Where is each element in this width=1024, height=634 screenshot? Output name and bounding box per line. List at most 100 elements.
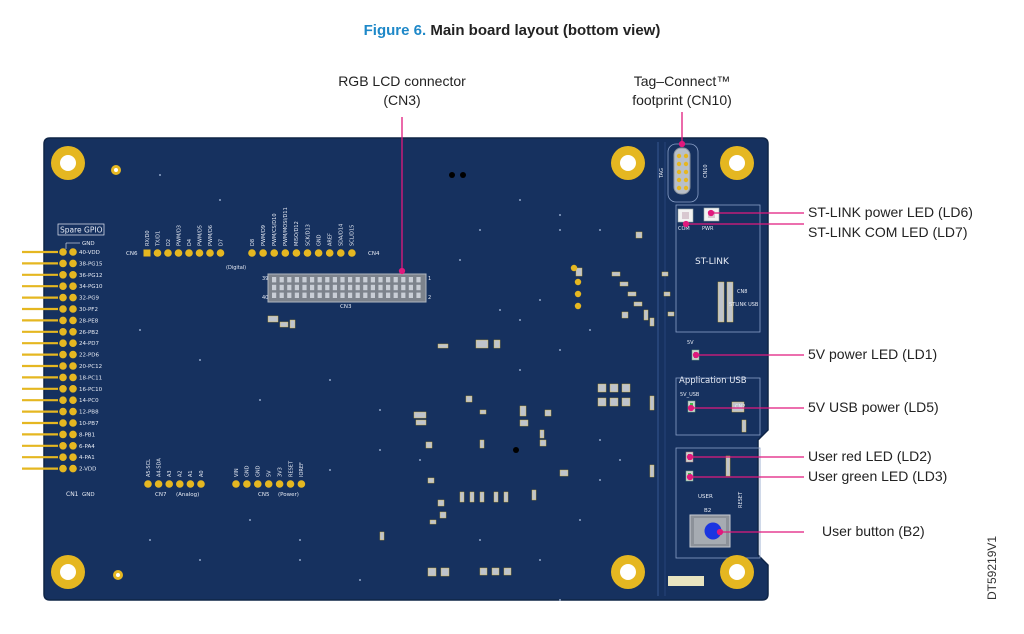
cn1-label: CN1	[66, 491, 79, 498]
header-pin-label: A3	[167, 470, 173, 477]
cn6-label: CN6	[126, 251, 138, 257]
cn3-pin	[332, 284, 337, 291]
gpio-pin-label: 8-PB1	[79, 432, 95, 438]
header-pad	[143, 249, 151, 257]
callout-ld1: 5V power LED (LD1)	[808, 346, 938, 362]
mounting-holes	[51, 146, 754, 589]
header-pad	[195, 249, 204, 257]
smd-part	[437, 343, 449, 349]
gpio-pad	[69, 328, 77, 336]
header-pin-label: GND	[316, 234, 322, 246]
header-pad	[337, 249, 345, 257]
header-pin-label: D7	[218, 239, 224, 246]
via-pad	[570, 264, 578, 272]
cn3-pin	[363, 277, 368, 283]
cn3-pin	[325, 284, 330, 291]
header-pin-label: A0	[199, 470, 205, 477]
tag-connect-footprint: TAG CN10	[659, 143, 709, 203]
header-pin-label: A1	[188, 470, 194, 477]
via	[559, 599, 561, 601]
com-label: COM	[678, 226, 690, 232]
digital-label: (Digital)	[226, 265, 246, 271]
header-pad	[314, 249, 323, 257]
gpio-pad	[69, 430, 77, 439]
smd-part	[726, 281, 734, 323]
via	[559, 229, 561, 231]
gpio-pin-label: 24-PD7	[79, 341, 100, 347]
cn4-label: CN4	[368, 251, 380, 257]
cn3-pin	[386, 277, 391, 283]
gpio-pin-label: 22-PD6	[79, 353, 100, 359]
b2-label: B2	[704, 508, 711, 514]
smd-part	[503, 567, 512, 576]
smd-part	[621, 383, 631, 393]
header-pin-label: PWM/D3	[176, 225, 182, 246]
gpio-pad	[59, 271, 67, 279]
tag-pad	[676, 169, 682, 175]
via	[139, 329, 141, 331]
cn3-pin	[416, 292, 421, 298]
drill-hole	[460, 172, 466, 178]
via	[559, 349, 561, 351]
cn3-pin	[401, 284, 406, 291]
gpio-pin-label: 18-PC11	[79, 375, 102, 381]
smd-part	[649, 395, 655, 411]
smd-part	[621, 311, 629, 319]
via	[539, 299, 541, 301]
via	[199, 559, 201, 561]
gpio-pad	[59, 362, 67, 370]
header-pin-label: VIN	[234, 468, 240, 477]
five-v-label: 5V	[687, 340, 694, 346]
gpio-pad	[59, 328, 67, 336]
mounting-hole-center	[60, 155, 76, 171]
gpio-pad	[69, 282, 77, 291]
header-pad	[348, 249, 356, 257]
via	[419, 459, 421, 461]
cn3-pin	[378, 292, 383, 298]
gpio-pin-label: 20-PC12	[79, 364, 102, 370]
gpio-pad	[59, 259, 67, 268]
header-pin-label: SCK/D13	[305, 224, 311, 246]
smd-part	[519, 419, 529, 427]
gpio-pad	[59, 316, 67, 325]
via	[199, 359, 201, 361]
smd-part	[469, 491, 475, 503]
cn3-pin	[370, 277, 375, 283]
figure-number: Figure 6.	[363, 22, 427, 39]
spare-gpio-label: Spare GPIO	[60, 226, 103, 235]
mounting-hole-center	[60, 564, 76, 580]
cn3-pin	[408, 277, 413, 283]
smd-part	[491, 567, 500, 576]
smd-part	[289, 319, 296, 329]
header-pad	[275, 480, 284, 488]
smd-part	[465, 395, 473, 403]
header-pin-label: PWM/CS/D10	[272, 213, 278, 246]
cn3-pin	[310, 277, 315, 283]
smd-part	[643, 309, 649, 321]
via	[259, 399, 261, 401]
cn3-pin	[302, 292, 307, 298]
gpio-pad	[59, 293, 67, 302]
via-pad-center	[114, 168, 118, 172]
gpio-pad	[59, 305, 67, 313]
gpio-pin-label: 36-PG12	[79, 273, 103, 279]
callout-lines	[398, 112, 804, 536]
via	[499, 309, 501, 311]
header-pin-label: D8	[250, 239, 256, 246]
via-pad	[574, 302, 582, 310]
gpio-pin-label: 12-PB8	[79, 410, 99, 416]
cn3-pin	[332, 277, 337, 283]
via	[219, 199, 221, 201]
gpio-pad	[69, 373, 77, 382]
smd-part	[479, 491, 485, 503]
smd-part	[619, 281, 629, 287]
via	[249, 519, 251, 521]
header-pad	[281, 249, 290, 257]
smd-part	[519, 405, 527, 417]
header-pin-label: AREF	[328, 233, 334, 246]
gpio-pad	[59, 396, 67, 405]
gpio-pin-label: GND	[82, 492, 95, 498]
header-pad	[297, 480, 306, 488]
cn2-label: CN2	[735, 404, 745, 410]
